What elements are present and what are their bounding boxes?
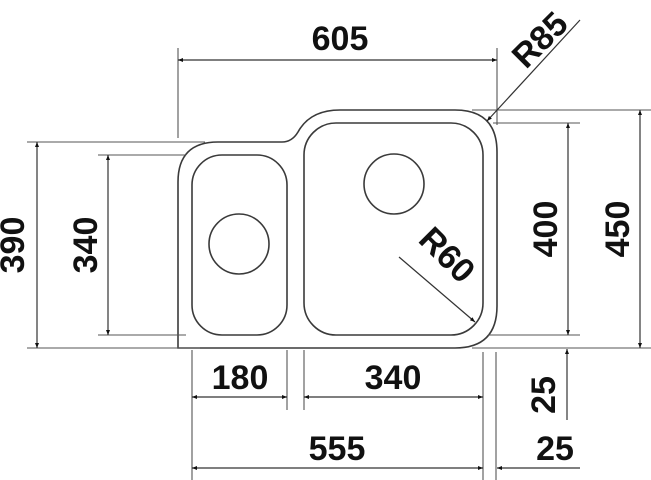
leader-r85 [486, 19, 581, 122]
label-390: 390 [0, 217, 32, 274]
extension-lines [27, 48, 651, 480]
label-r60: R60 [411, 220, 482, 291]
label-340-horizontal: 340 [365, 359, 422, 397]
small-bowl [191, 154, 288, 336]
label-overall-width: 605 [312, 20, 369, 58]
label-555: 555 [309, 430, 366, 468]
label-450: 450 [599, 201, 637, 258]
label-25-horizontal: 25 [536, 430, 574, 468]
large-bowl-drain-icon [363, 153, 425, 215]
label-r85: R85 [505, 5, 576, 76]
sink-body [177, 109, 498, 349]
leader-r60 [398, 256, 476, 323]
label-400: 400 [527, 201, 565, 258]
label-25-vertical: 25 [525, 376, 563, 414]
large-bowl [303, 122, 484, 336]
dimension-lines [35, 19, 642, 470]
label-340-vertical: 340 [67, 217, 105, 274]
small-bowl-drain-icon [208, 213, 270, 275]
label-180: 180 [212, 359, 269, 397]
sink-outer-rim [177, 109, 498, 349]
dimension-labels: 605 R85 R60 390 340 400 450 180 340 555 … [0, 5, 637, 468]
